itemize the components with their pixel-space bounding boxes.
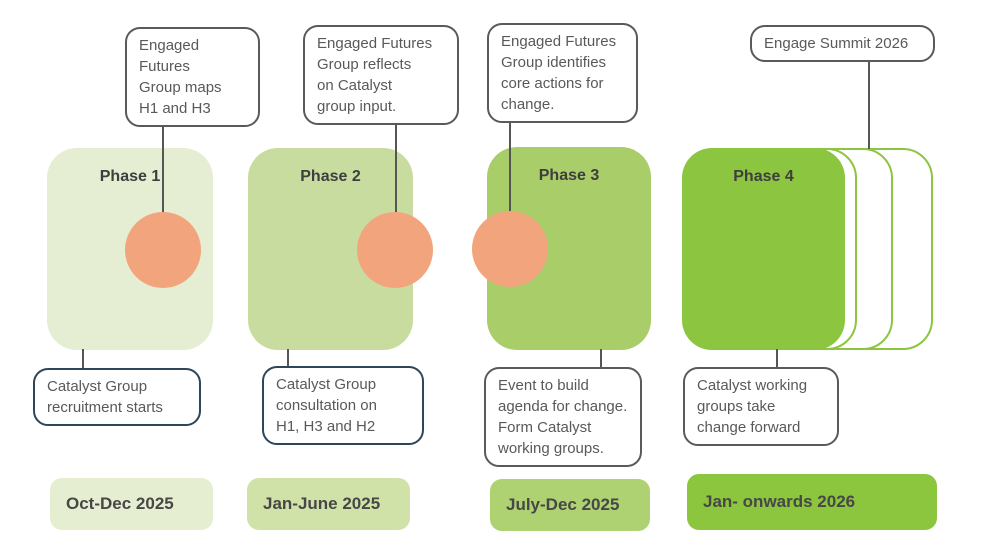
phase-3-title: Phase 3 <box>538 167 600 184</box>
phase-1-title: Phase 1 <box>99 168 161 185</box>
bottom-callout-phase-2: Catalyst Group consultation on H1, H3 an… <box>262 366 424 445</box>
date-pill-phase-1: Oct-Dec 2025 <box>50 478 213 530</box>
top-callout-phase-1: Engaged Futures Group maps H1 and H3 <box>125 27 260 127</box>
bottom-callout-phase-4: Catalyst working groups take change forw… <box>683 367 839 446</box>
date-pill-phase-3: July-Dec 2025 <box>490 479 650 531</box>
phase-4-box: Phase 4 <box>682 148 845 350</box>
phase-4-title: Phase 4 <box>733 168 794 185</box>
top-callout-phase-2: Engaged Futures Group reflects on Cataly… <box>303 25 459 125</box>
connector-top-phase-3 <box>509 118 511 212</box>
top-callout-phase-4: Engage Summit 2026 <box>750 25 935 62</box>
bottom-callout-phase-3: Event to build agenda for change. Form C… <box>484 367 642 467</box>
connector-bottom-phase-1 <box>82 349 84 369</box>
connector-top-phase-4 <box>868 61 870 149</box>
connector-bottom-phase-4 <box>776 349 778 368</box>
connector-bottom-phase-2 <box>287 349 289 367</box>
top-callout-phase-3: Engaged Futures Group identifies core ac… <box>487 23 638 123</box>
milestone-circle-phase-3 <box>472 211 548 287</box>
date-pill-phase-2: Jan-June 2025 <box>247 478 410 530</box>
bottom-callout-phase-1: Catalyst Group recruitment starts <box>33 368 201 426</box>
connector-bottom-phase-3 <box>600 349 602 368</box>
milestone-circle-phase-2 <box>357 212 433 288</box>
date-pill-phase-4: Jan- onwards 2026 <box>687 474 937 530</box>
phase-2-title: Phase 2 <box>300 168 361 185</box>
connector-top-phase-1 <box>162 126 164 214</box>
milestone-circle-phase-1 <box>125 212 201 288</box>
connector-top-phase-2 <box>395 122 397 213</box>
